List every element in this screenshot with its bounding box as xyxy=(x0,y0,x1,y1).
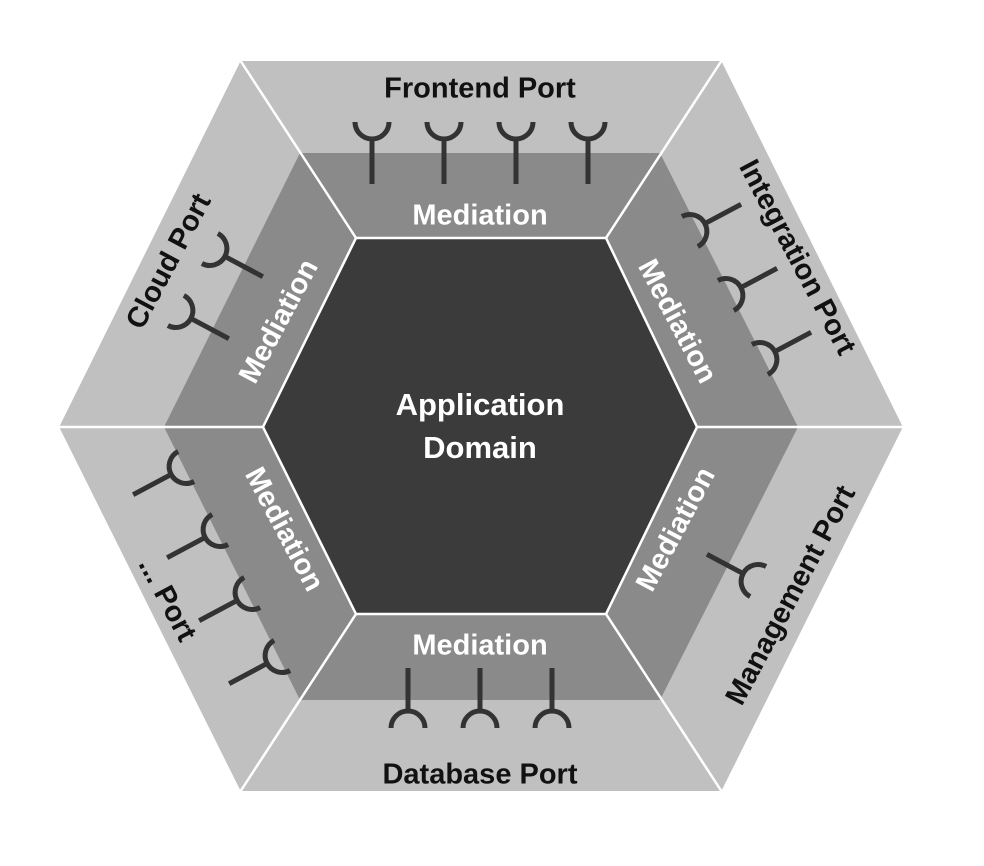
connector-icon xyxy=(352,121,392,184)
connector-icon xyxy=(388,668,428,729)
connector-icon xyxy=(200,231,265,279)
application-domain-core xyxy=(261,236,699,616)
other-port-connectors xyxy=(131,449,292,686)
core-title-line1: Application xyxy=(396,387,565,422)
management-port-connectors xyxy=(705,552,768,599)
connector-icon xyxy=(460,668,500,729)
connector-icon xyxy=(716,266,779,313)
connector-icon xyxy=(705,552,768,599)
connector-icon xyxy=(197,575,262,623)
frontend-port-connectors xyxy=(352,121,608,184)
cloud-port-connectors xyxy=(166,231,265,341)
connector-icon xyxy=(166,293,231,341)
connector-icon xyxy=(227,638,292,686)
frontend-port-label: Frontend Port xyxy=(384,73,576,105)
database-port-label: Database Port xyxy=(382,759,577,791)
connector-icon xyxy=(568,121,608,184)
core-title-line2: Domain xyxy=(423,430,537,465)
database-port-connectors xyxy=(388,668,572,729)
mediation-label-bottom: Mediation xyxy=(412,630,547,662)
integration-port-connectors xyxy=(680,202,813,377)
segment-dividers xyxy=(58,59,904,793)
mediation-label-top: Mediation xyxy=(412,200,547,232)
connector-icon xyxy=(131,449,196,497)
connector-icon xyxy=(496,121,536,184)
connector-icon xyxy=(165,512,230,560)
connector-icon xyxy=(750,330,813,377)
connector-icon xyxy=(424,121,464,184)
connector-icon xyxy=(680,202,743,249)
connector-icon xyxy=(532,668,572,729)
